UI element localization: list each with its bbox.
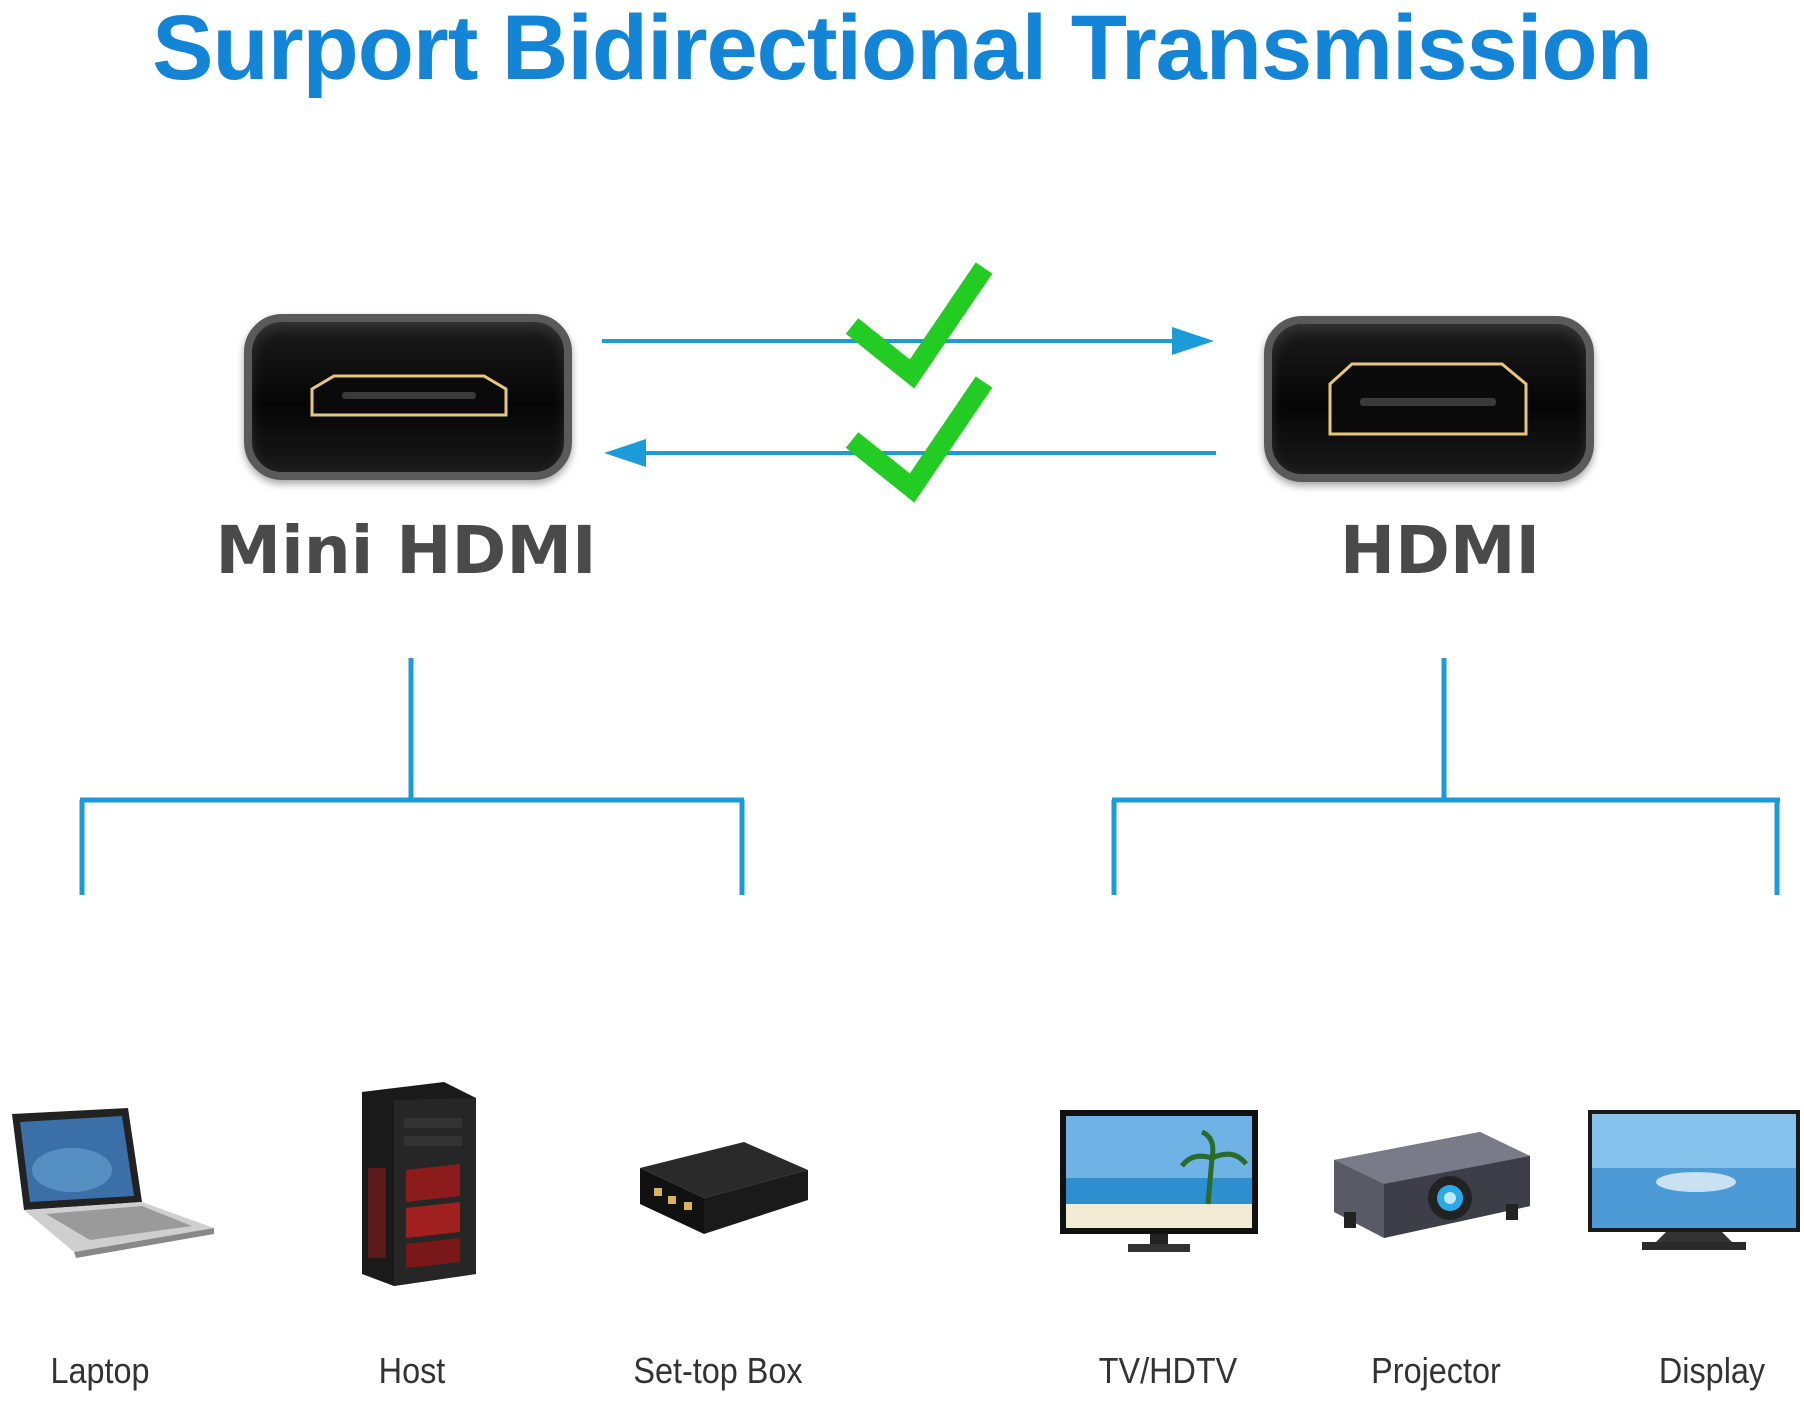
tv-icon: [1058, 1108, 1260, 1258]
device-label-display: Display: [1658, 1350, 1766, 1391]
arrow-left: [604, 439, 1216, 467]
device-label-projector: Projector: [1371, 1350, 1501, 1391]
check-icon: [845, 376, 993, 503]
check-icon: [845, 262, 993, 389]
mini-hdmi-connector-icon: [310, 374, 508, 417]
device-label-tv: TV/HDTV: [1098, 1350, 1238, 1391]
mini-hdmi-label: Mini HDMI: [215, 512, 597, 589]
hdmi-connector-icon: [1328, 362, 1528, 436]
arrow-right: [602, 327, 1214, 355]
hdmi-port: [1264, 316, 1594, 482]
pc-tower-icon: [348, 1078, 480, 1288]
left-tree-connector: [79, 658, 745, 895]
projector-icon: [1330, 1128, 1534, 1246]
monitor-icon: [1586, 1108, 1802, 1256]
set-top-box-icon: [636, 1138, 812, 1238]
device-label-set-top-box: Set-top Box: [633, 1350, 803, 1391]
page-title: Surport Bidirectional Transmission: [152, 0, 1653, 99]
laptop-icon: [2, 1100, 218, 1260]
right-tree-connector: [1111, 658, 1780, 895]
mini-hdmi-port: [244, 314, 572, 480]
device-label-host: Host: [378, 1350, 446, 1391]
device-label-laptop: Laptop: [50, 1350, 150, 1391]
hdmi-label: HDMI: [1339, 512, 1541, 589]
